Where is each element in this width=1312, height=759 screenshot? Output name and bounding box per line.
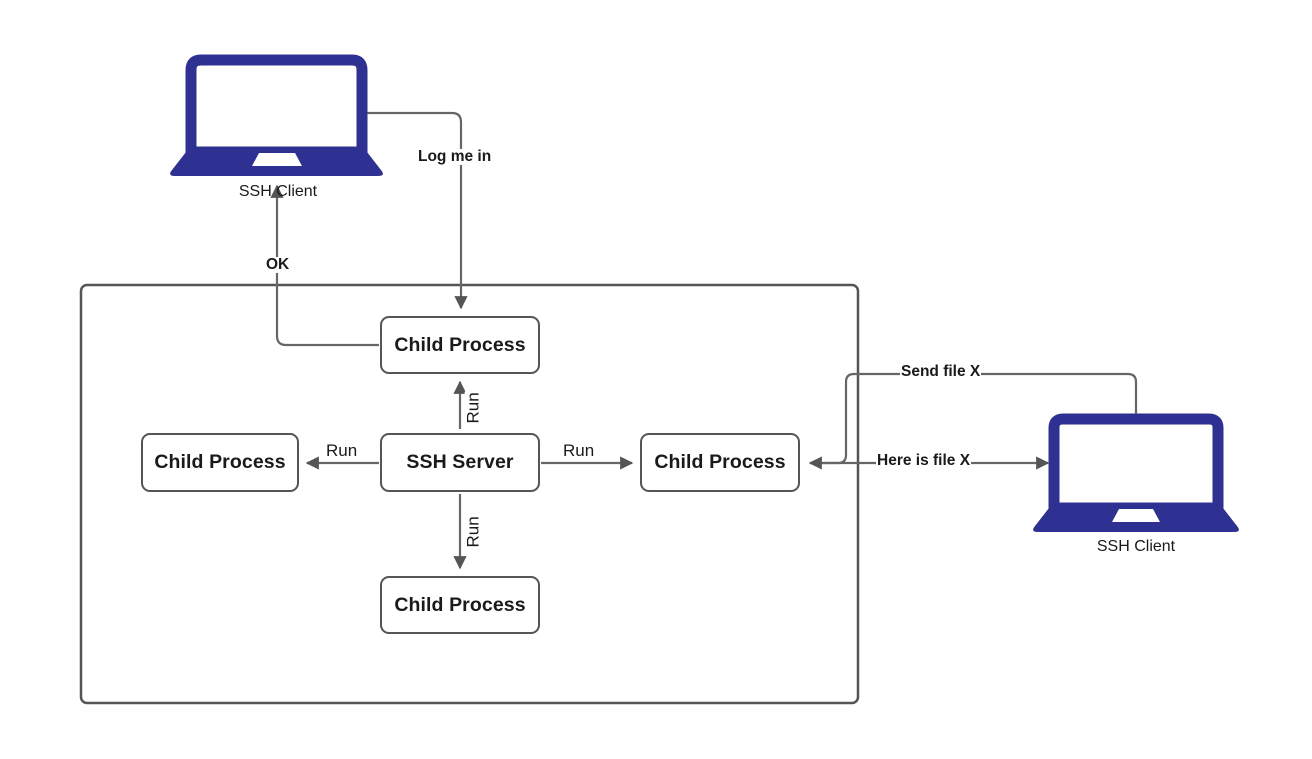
edge-label-here-is-file-x: Here is file X [876, 452, 972, 470]
node-child-process-top[interactable]: Child Process [380, 316, 540, 374]
caption-ssh-client-left: SSH Client [238, 183, 318, 200]
edge-label-run-right: Run [562, 441, 596, 460]
ssh-host-container [79, 283, 860, 705]
laptop-icon-right [1033, 413, 1239, 532]
laptop-icon-left [170, 54, 383, 176]
edge-label-log-me-in: Log me in [417, 148, 493, 166]
edge-label-run-up: Run [463, 391, 483, 425]
node-child-process-left[interactable]: Child Process [141, 433, 299, 492]
node-ssh-server[interactable]: SSH Server [380, 433, 540, 492]
edge-label-ok: OK [265, 256, 291, 274]
caption-ssh-client-right: SSH Client [1096, 538, 1176, 555]
edge-label-run-left: Run [325, 441, 359, 460]
edge-log-me-in [360, 111, 468, 310]
edge-ok [270, 184, 379, 347]
node-child-process-bottom[interactable]: Child Process [380, 576, 540, 634]
edge-label-send-file-x: Send file X [900, 363, 982, 381]
node-child-process-right[interactable]: Child Process [640, 433, 800, 492]
edge-label-run-down: Run [463, 515, 483, 549]
